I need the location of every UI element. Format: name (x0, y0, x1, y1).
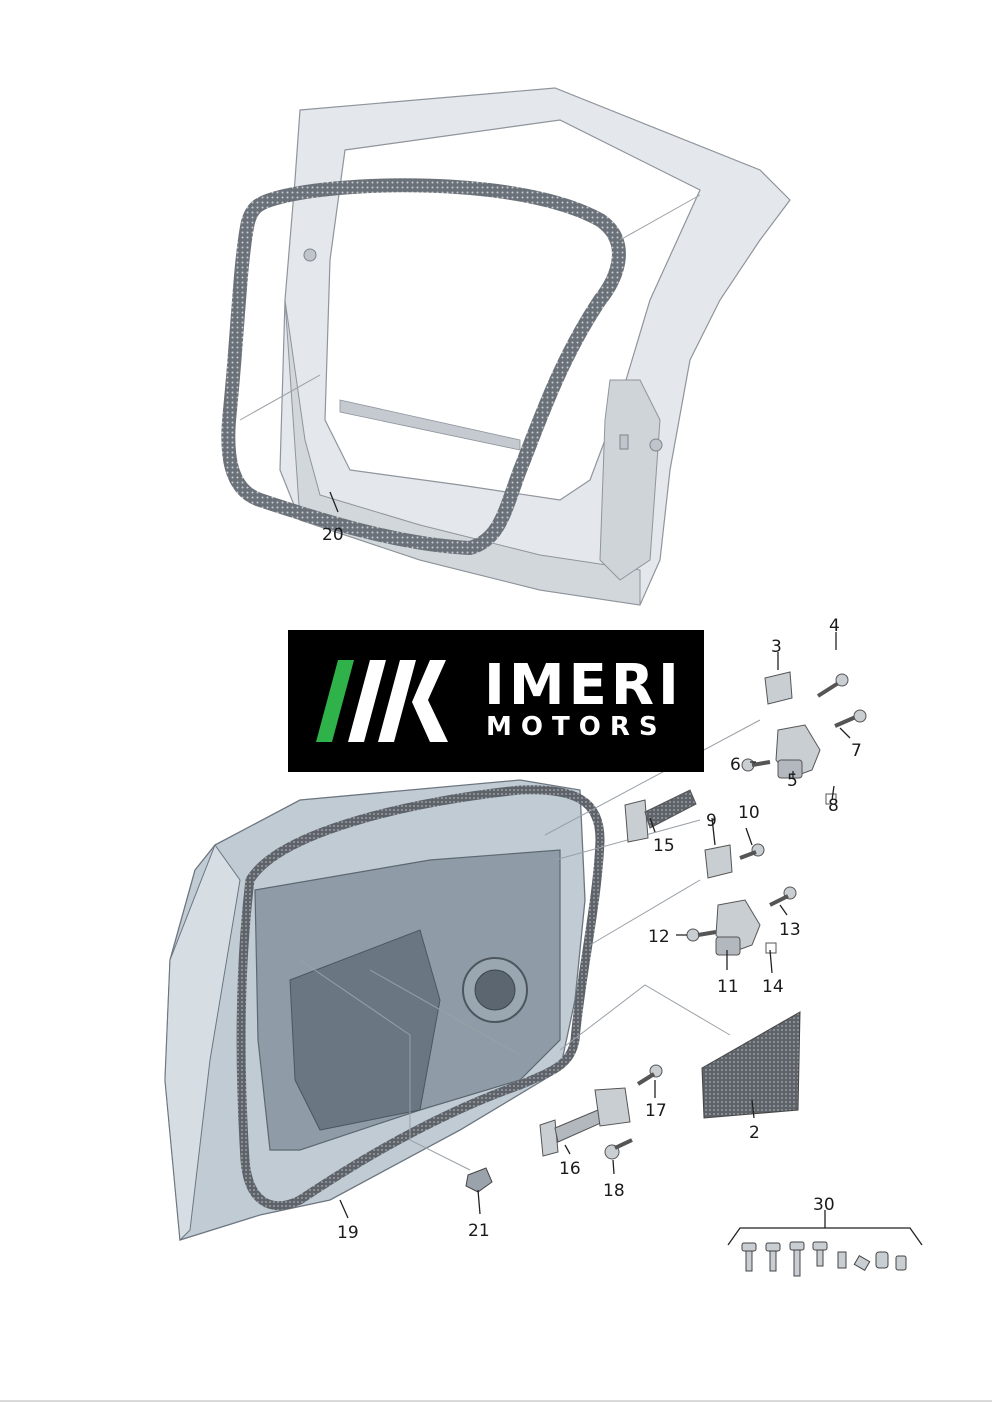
logo-stripes-icon (316, 660, 448, 742)
callout-14: 14 (762, 977, 784, 997)
imeri-motors-logo: IMERI MOTORS (288, 630, 704, 772)
callout-4: 4 (829, 616, 840, 636)
logo-stripe-green (316, 660, 354, 742)
callout-2: 2 (749, 1123, 760, 1143)
callout-16: 16 (559, 1159, 581, 1179)
callout-labels: 20 4 3 7 6 5 8 15 9 10 13 12 11 14 17 2 … (322, 525, 862, 1243)
callout-20: 20 (322, 525, 344, 545)
door-leader-dashed (299, 719, 761, 1171)
door-check-strap (539, 1064, 663, 1160)
callout-13: 13 (779, 920, 801, 940)
callout-15: 15 (653, 836, 675, 856)
seal-leader-dashed (239, 194, 701, 421)
fastener-set (727, 1210, 923, 1277)
callout-19: 19 (337, 1223, 359, 1243)
callout-8: 8 (828, 796, 839, 816)
callout-6: 6 (730, 755, 741, 775)
callout-30: 30 (813, 1195, 835, 1215)
door-aperture-seal (221, 178, 626, 556)
bottom-rule (0, 1400, 992, 1402)
callout-9: 9 (706, 811, 717, 831)
insulation-pad (701, 1011, 801, 1119)
callout-17: 17 (645, 1101, 667, 1121)
logo-text-motors: MOTORS (486, 712, 667, 742)
callout-leaders (329, 491, 851, 1219)
callout-11: 11 (717, 977, 739, 997)
door-seal (236, 785, 605, 1211)
callout-7: 7 (851, 741, 862, 761)
door-bump-stop (624, 789, 697, 843)
clip-part (465, 1167, 493, 1193)
upper-hinge-parts (741, 671, 867, 805)
door-shell (164, 779, 586, 1242)
callout-5: 5 (787, 771, 798, 791)
callout-18: 18 (603, 1181, 625, 1201)
lower-hinge-parts (686, 843, 797, 956)
callout-12: 12 (648, 927, 670, 947)
logo-text-imeri: IMERI (484, 653, 683, 718)
callout-10: 10 (738, 803, 760, 823)
callout-21: 21 (468, 1221, 490, 1241)
callout-3: 3 (771, 637, 782, 657)
